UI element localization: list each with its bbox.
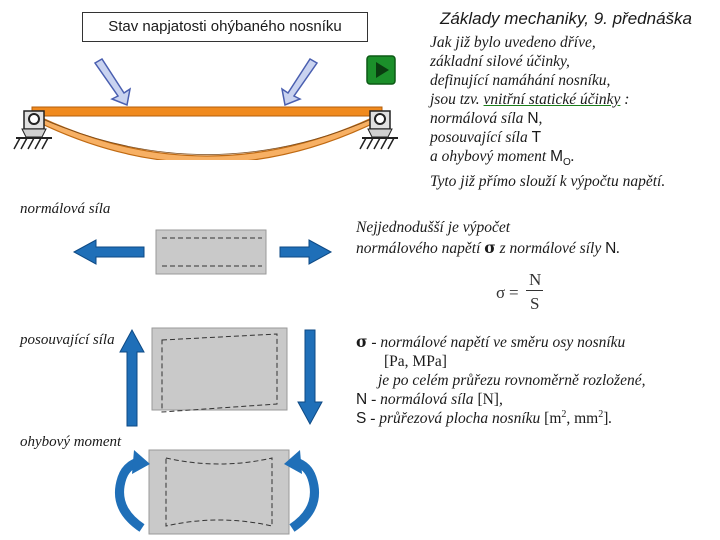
bending-moment-label: ohybový moment [20, 434, 122, 450]
pin-support-right-icon [359, 110, 398, 150]
intro-line: základní silové účinky, [430, 53, 570, 70]
bent-beam [39, 116, 375, 160]
slide-title-box: Stav napjatosti ohýbaného nosníku [82, 12, 368, 42]
lecture-title: Základy mechaniky, 9. přednáška [440, 9, 692, 28]
arrow-up-icon [119, 328, 145, 427]
arrow-down-icon [297, 329, 323, 426]
intro-line: Jak již bylo uvedeno dříve, [430, 34, 596, 51]
play-icon [376, 62, 389, 78]
formula-denominator: S [530, 294, 540, 313]
intro-line: normálová síla N, [430, 110, 543, 127]
normal-force-label: normálová síla [20, 201, 111, 217]
rotation-arrow-left-icon [115, 450, 150, 532]
force-arrow-left-icon [93, 57, 132, 107]
play-animation-button[interactable] [366, 55, 396, 85]
normal-force-panel [72, 229, 333, 275]
shear-force-label: posouvající síla [20, 332, 115, 348]
legend-n: N - normálová síla [N], [356, 391, 503, 408]
beam-diagram [13, 57, 398, 160]
legend-note: je po celém průřezu rovnoměrně rozložené… [378, 372, 646, 389]
formula-sigma: σ [496, 283, 506, 302]
rotation-arrow-right-icon [284, 450, 319, 532]
symbol-mo: M [550, 148, 564, 165]
intro-line: posouvající síla T [430, 129, 542, 146]
intro-line: Tyto již přímo slouží k výpočtu napětí. [430, 173, 666, 191]
formula-numerator: N [529, 270, 542, 289]
legend-s: S - průřezová plocha nosníku [m2, mm2]. [356, 408, 613, 427]
force-arrow-right-icon [280, 57, 319, 107]
legend-sigma-units: [Pa, MPa] [384, 353, 447, 370]
legend-sigma: σ - normálové napětí ve směru osy nosník… [356, 332, 626, 351]
symbol-t: T [531, 129, 542, 146]
straight-beam [31, 106, 383, 117]
intro-line: a ohybový moment MO. [430, 148, 575, 169]
symbol-legend: σ - normálové napětí ve směru osy nosník… [356, 332, 716, 428]
sigma-symbol: σ [484, 238, 496, 257]
slide-title: Stav napjatosti ohýbaného nosníku [108, 18, 342, 35]
intro-line: jsou tzv. vnitřní statické účinky : [430, 91, 630, 108]
formula-equals: = [509, 283, 519, 302]
symbol-n: N [527, 110, 539, 127]
bending-moment-panel [115, 449, 319, 535]
intro-line: definující namáhání nosníku, [430, 72, 611, 89]
arrow-right-icon [279, 239, 333, 265]
internal-effects-term: vnitřní statické účinky [483, 91, 621, 108]
pin-support-left-icon [13, 110, 52, 150]
shear-force-panel [119, 327, 323, 427]
simple-stress-text: Nejjednodušší je výpočet normálového nap… [356, 219, 621, 257]
intro-text: Jak již bylo uvedeno dříve, základní sil… [430, 33, 715, 191]
arrow-left-icon [72, 239, 145, 265]
